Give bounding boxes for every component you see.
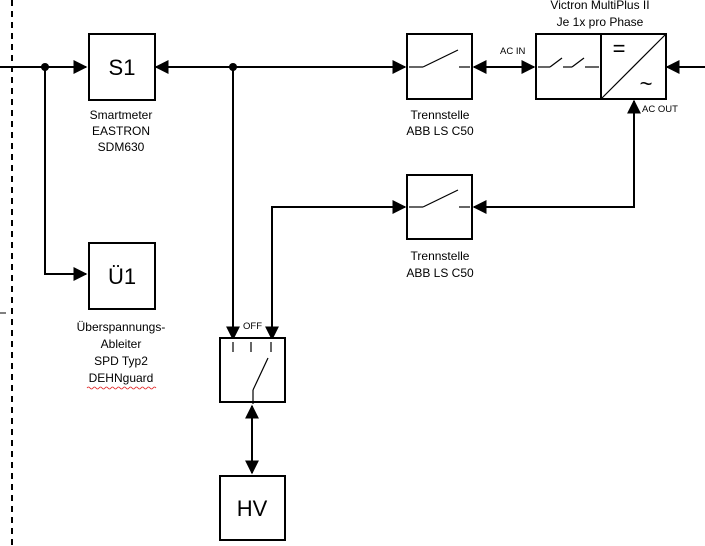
trenn1-caption-line1: Trennstelle	[411, 108, 470, 122]
wire-trenn2-switch	[265, 200, 407, 341]
trennstelle-1-block	[406, 33, 473, 100]
junction-dot-1	[41, 63, 49, 71]
spellcheck-underline	[86, 386, 157, 390]
s1-label: S1	[109, 55, 136, 80]
s1-caption-line1: Smartmeter	[90, 108, 153, 122]
switch-off-label: OFF	[243, 321, 262, 332]
ac-in-label: AC IN	[500, 46, 525, 57]
trenn2-caption-line2: ABB LS C50	[406, 266, 474, 280]
s1-caption-line3: SDM630	[98, 140, 145, 154]
u1-caption-line2: Ableiter	[101, 337, 142, 351]
s1-caption-line2: EASTRON	[92, 124, 150, 138]
u1-block: Ü1	[88, 242, 156, 310]
u1-caption-line3: SPD Typ2	[94, 354, 148, 368]
victron-inverter-block: = ~	[600, 33, 667, 100]
wire-acout-trenn2	[472, 99, 641, 214]
transfer-switch-block	[219, 337, 286, 404]
victron-switch-block	[535, 33, 602, 100]
hv-block: HV	[219, 475, 286, 541]
victron-title-line1: Victron MultiPlus II	[550, 0, 649, 12]
trenn2-caption-line1: Trennstelle	[411, 249, 470, 263]
dc-symbol: =	[613, 36, 626, 61]
hv-label: HV	[237, 496, 268, 521]
ac-out-label: AC OUT	[642, 104, 678, 115]
u1-caption-line4: DEHNguard	[89, 371, 154, 385]
u1-caption-line1: Überspannungs-	[77, 320, 166, 334]
wire-to-u1	[44, 67, 88, 281]
u1-label: Ü1	[108, 264, 136, 289]
s1-block: S1	[88, 33, 156, 101]
victron-title-line2: Je 1x pro Phase	[557, 15, 644, 29]
trenn1-caption-line2: ABB LS C50	[406, 124, 474, 138]
trennstelle-2-block	[406, 174, 473, 240]
ac-symbol: ~	[640, 71, 653, 96]
